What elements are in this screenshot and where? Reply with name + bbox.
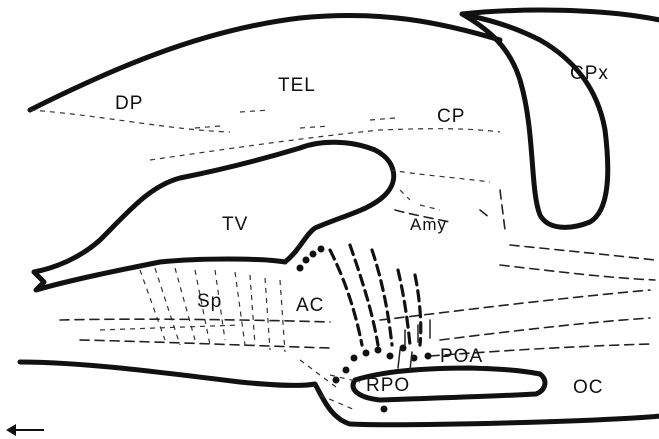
label-cpx: CPx [570,63,609,84]
label-amy: Amy [410,215,447,234]
label-cp: CP [437,106,465,127]
cell-dot [425,353,432,360]
cell-dot [375,347,382,354]
dorsal-outline [30,15,500,110]
cell-dot [381,406,388,413]
cell-dot [310,251,317,258]
cell-dot [363,350,370,357]
label-oc: OC [573,377,604,398]
label-ac: AC [296,295,324,316]
label-dp: DP [115,93,143,114]
cell-dot [333,377,340,384]
cell-dot [387,353,394,360]
label-tel: TEL [278,75,316,96]
cell-dot [351,355,358,362]
cell-dot [303,257,310,264]
label-rpo: RPO [366,375,410,396]
cell-dot [318,246,325,253]
choroid-plexus-outline [462,10,659,227]
cp-boundary [390,170,490,210]
label-sp: Sp [197,291,222,312]
cell-dot [297,265,304,272]
anterior-commissure-fibers [330,245,421,345]
telencephalon-boundary [30,110,395,132]
label-tv: TV [222,214,248,235]
label-poa: POA [440,346,483,367]
septal-fibers [100,268,285,352]
cell-dot [343,367,350,374]
ventral-outline [20,362,659,425]
anterior-arrow-icon [6,424,44,436]
